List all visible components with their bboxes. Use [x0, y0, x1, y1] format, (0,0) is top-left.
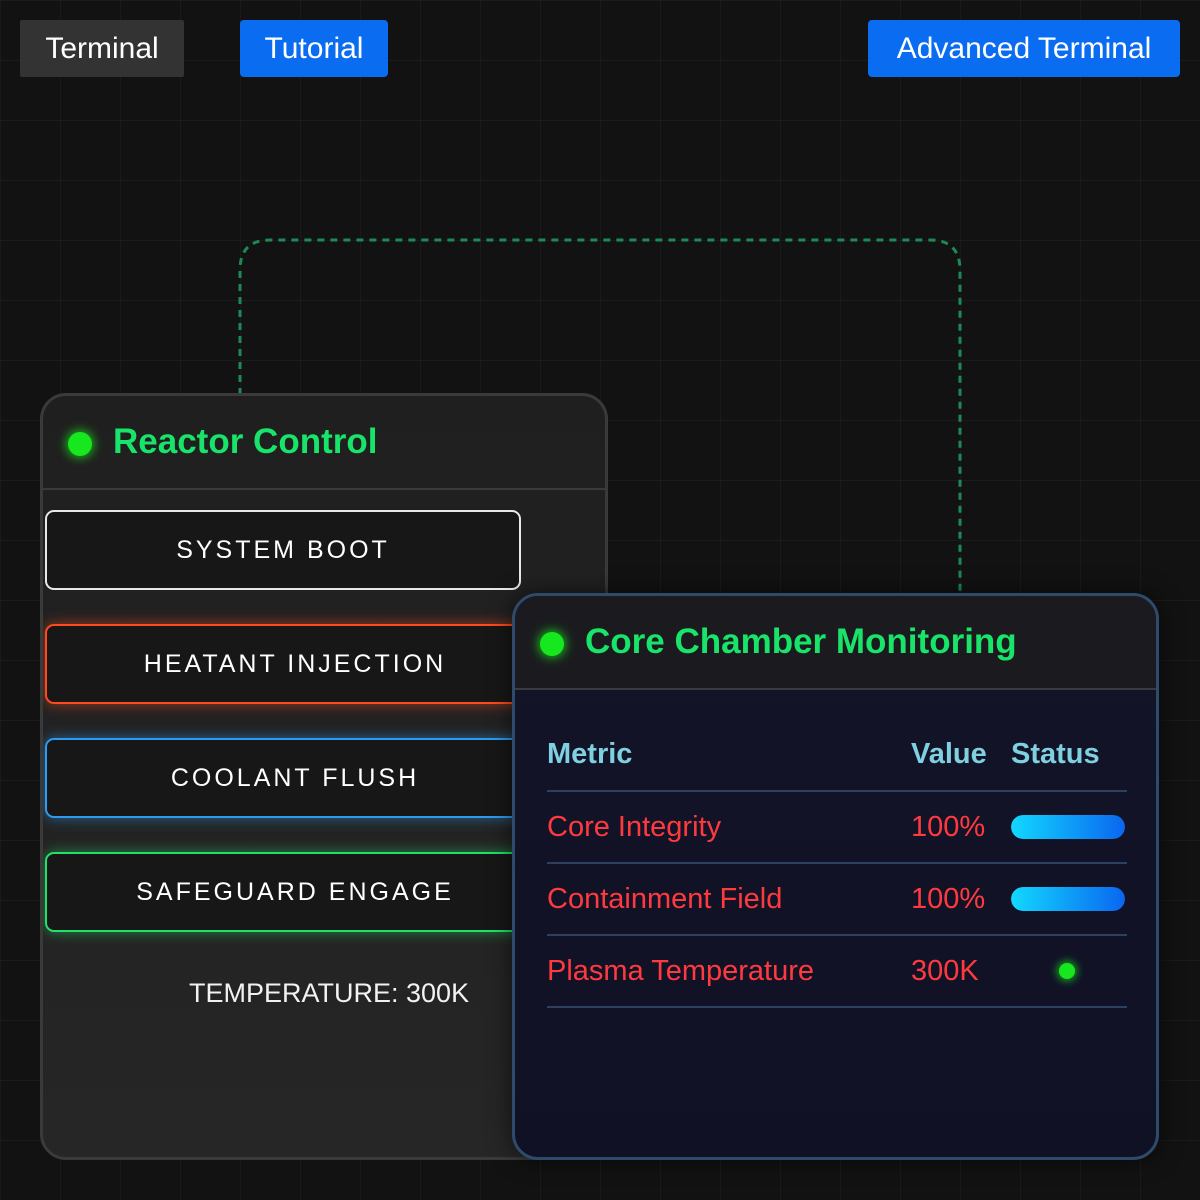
advanced-terminal-button[interactable]: Advanced Terminal	[868, 20, 1180, 77]
status-bar	[1011, 887, 1125, 911]
metric-status	[1011, 791, 1127, 864]
coolant-flush-button[interactable]: COOLANT FLUSH	[45, 738, 545, 818]
metric-value: 100%	[911, 863, 1011, 936]
column-header-metric: Metric	[547, 718, 911, 792]
metric-name: Core Integrity	[547, 791, 911, 864]
column-header-value: Value	[911, 718, 1011, 792]
reactor-panel-header[interactable]: Reactor Control	[43, 396, 605, 490]
table-row: Containment Field 100%	[547, 863, 1127, 936]
core-panel-header[interactable]: Core Chamber Monitoring	[515, 596, 1156, 690]
status-bar	[1011, 815, 1125, 839]
reactor-panel-title: Reactor Control	[113, 422, 378, 461]
metric-name: Plasma Temperature	[547, 935, 911, 1008]
tutorial-button[interactable]: Tutorial	[240, 20, 388, 77]
core-status-indicator	[540, 632, 564, 656]
metric-status	[1011, 935, 1127, 1008]
metric-name: Containment Field	[547, 863, 911, 936]
table-header-row: Metric Value Status	[547, 718, 1127, 792]
terminal-tab-button[interactable]: Terminal	[20, 20, 184, 77]
core-panel-title: Core Chamber Monitoring	[585, 622, 1017, 661]
temperature-readout: TEMPERATURE: 300K	[189, 978, 470, 1008]
table-row: Core Integrity 100%	[547, 791, 1127, 864]
column-header-status: Status	[1011, 718, 1127, 792]
core-chamber-panel: Core Chamber Monitoring Metric Value Sta…	[512, 593, 1159, 1160]
table-row: Plasma Temperature 300K	[547, 935, 1127, 1008]
safeguard-engage-button[interactable]: SAFEGUARD ENGAGE	[45, 852, 545, 932]
metric-status	[1011, 863, 1127, 936]
metric-value: 100%	[911, 791, 1011, 864]
metric-value: 300K	[911, 935, 1011, 1008]
status-bar-fill	[1011, 887, 1125, 911]
reactor-status-indicator	[68, 432, 92, 456]
system-boot-button[interactable]: SYSTEM BOOT	[45, 510, 521, 590]
heatant-injection-button[interactable]: HEATANT INJECTION	[45, 624, 545, 704]
metrics-table: Metric Value Status Core Integrity 100%	[547, 718, 1127, 1008]
status-led-icon	[1059, 963, 1075, 979]
status-bar-fill	[1011, 815, 1125, 839]
